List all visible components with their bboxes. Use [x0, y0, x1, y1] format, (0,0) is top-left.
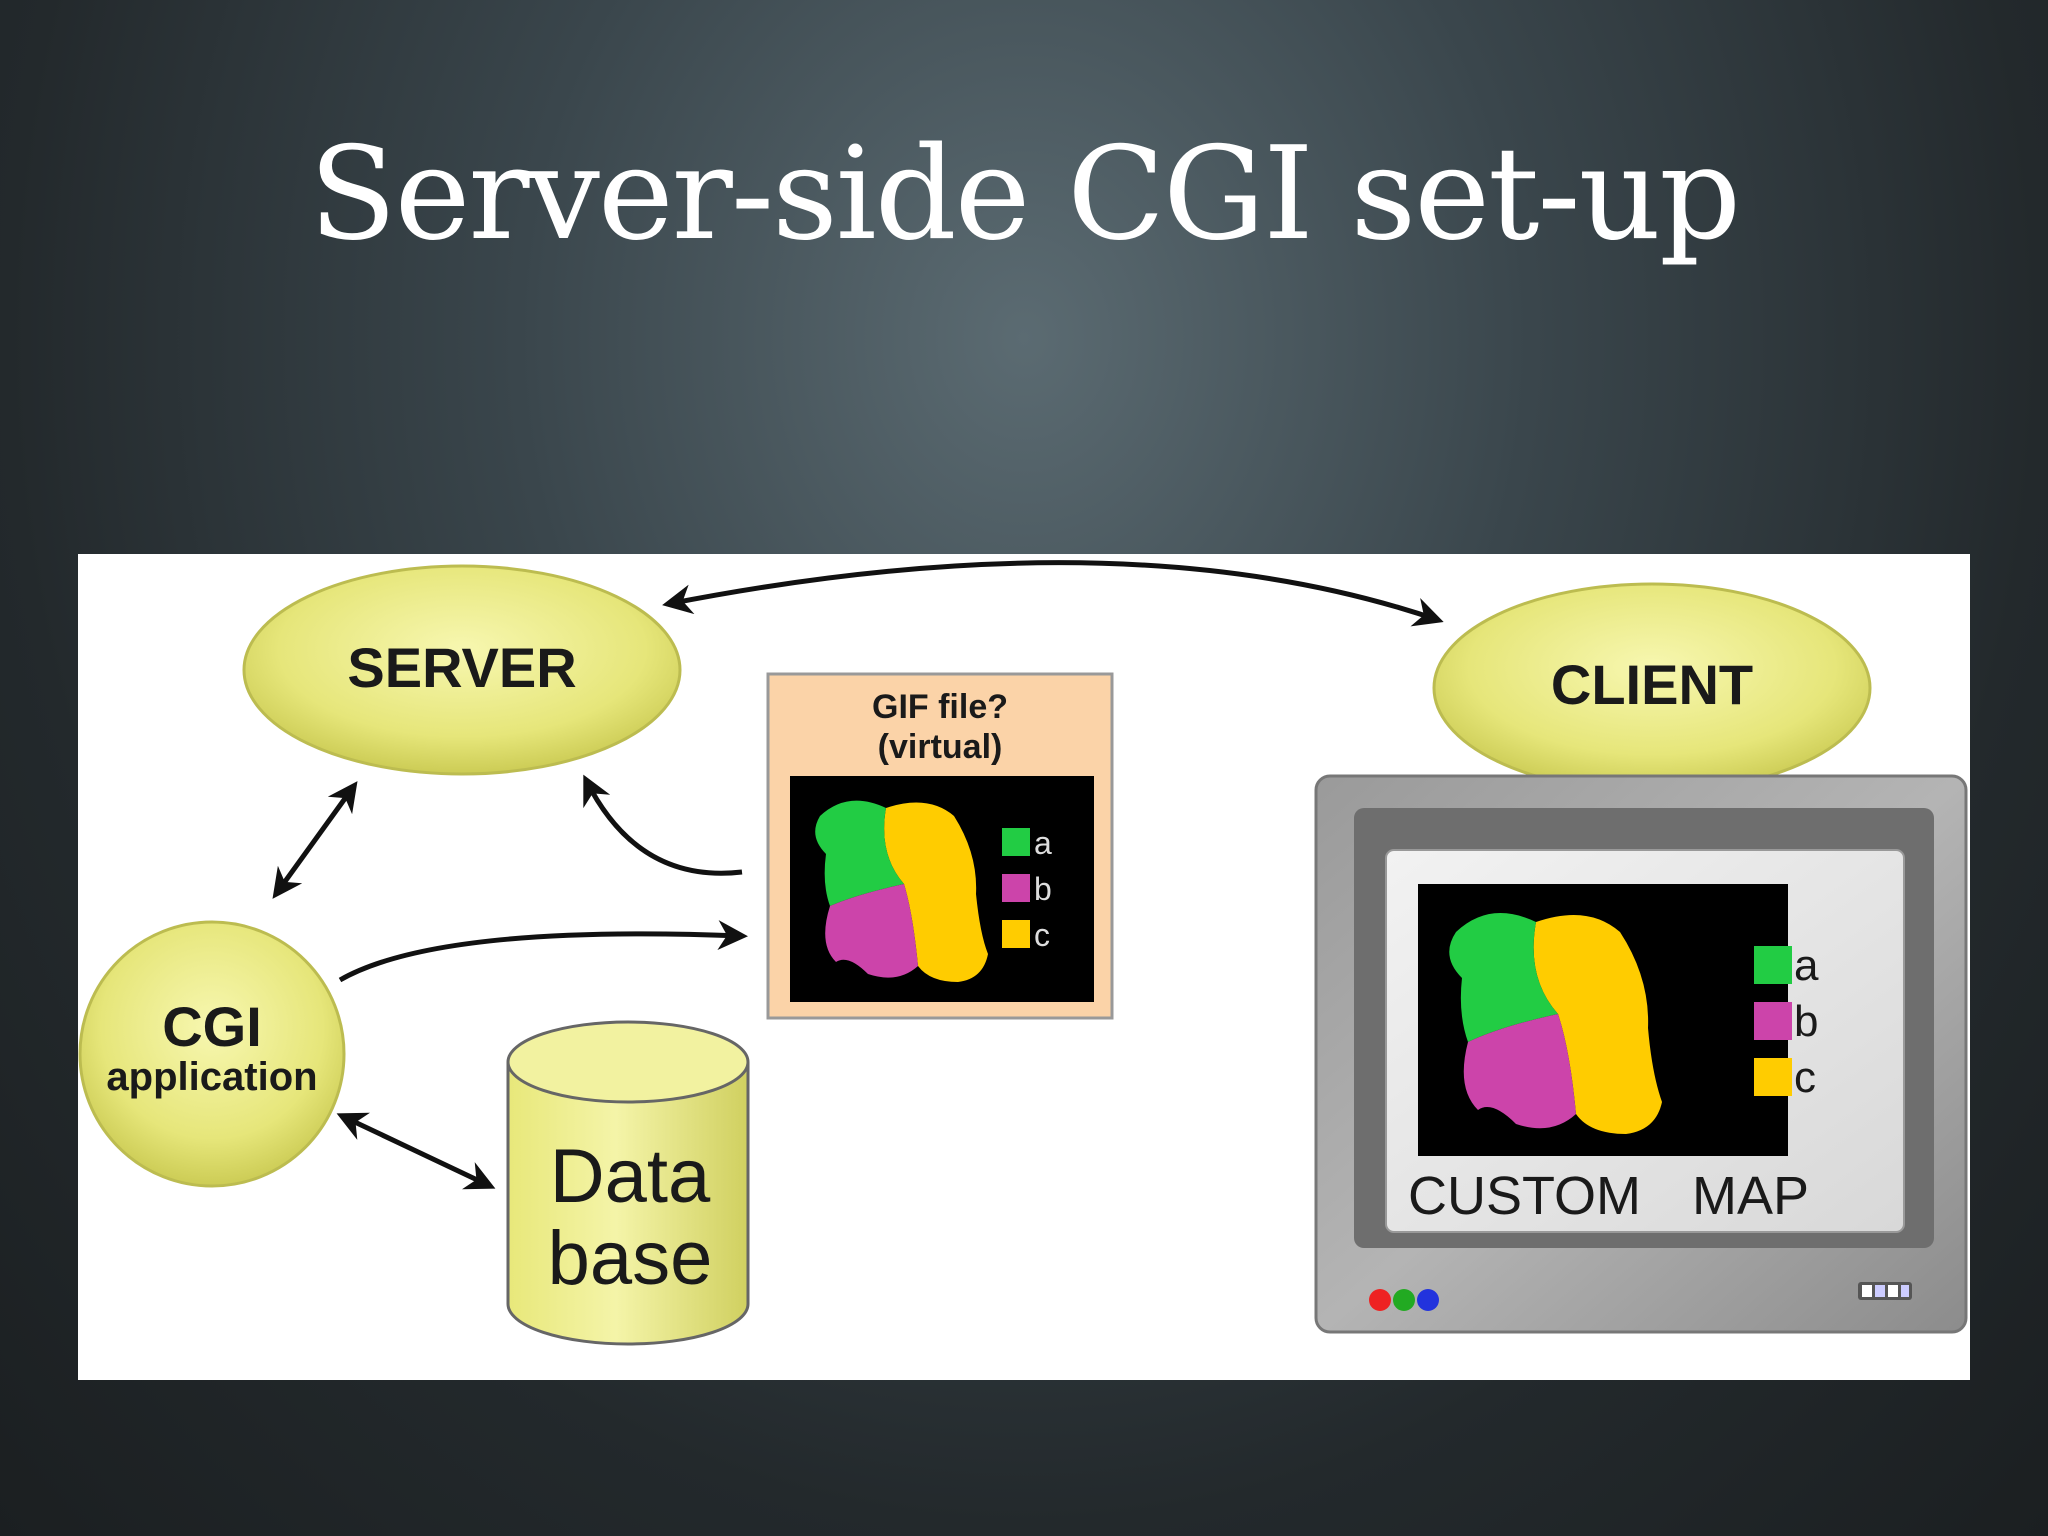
gif-to-server-arrow [583, 774, 743, 876]
client-node: CLIENT [1432, 582, 1872, 794]
cgi-to-gif-arrow [338, 920, 748, 983]
gif-region-c [884, 802, 988, 982]
gif-title-line1: GIF file? [872, 688, 1008, 726]
led-green-icon [1393, 1289, 1415, 1311]
gif-title-line2: (virtual) [878, 728, 1003, 766]
monitor-caption-left: CUSTOM [1408, 1166, 1641, 1226]
monitor-region-a [1449, 913, 1558, 1042]
server-client-arrow [662, 560, 1444, 627]
server-node: SERVER [242, 564, 682, 776]
client-monitor: a b c CUSTOM MAP [1314, 774, 1968, 1334]
monitor-legend-c: c [1794, 1053, 1816, 1102]
monitor-region-b [1463, 1014, 1576, 1129]
gif-file-box: GIF file? (virtual) a b c [766, 672, 1114, 1020]
gif-legend-c: c [1034, 917, 1050, 953]
cgi-label-line1: CGI [162, 995, 262, 1058]
slide-title: Server-side CGI set-up [308, 120, 1741, 269]
monitor-legend-a: a [1794, 941, 1819, 990]
cgi-label-line2: application [106, 1055, 317, 1099]
database-label-line1: Data [550, 1134, 711, 1219]
client-label: CLIENT [1551, 653, 1753, 716]
monitor-caption-right: MAP [1692, 1166, 1809, 1226]
gif-legend-a: a [1034, 825, 1052, 861]
cgi-node: CGI application [78, 920, 346, 1188]
gif-legend-b: b [1034, 871, 1052, 907]
server-label: SERVER [347, 636, 576, 699]
gif-region-a [815, 800, 904, 906]
led-blue-icon [1417, 1289, 1439, 1311]
gif-region-b [825, 884, 918, 978]
monitor-buttons-icon [1858, 1282, 1912, 1300]
server-cgi-arrow [272, 781, 358, 899]
database-node: Data base [506, 1020, 750, 1346]
diagram-panel: SERVER CLIENT CGI application Data base [78, 554, 1970, 1380]
cgi-database-arrow [336, 1112, 496, 1190]
monitor-legend-b: b [1794, 997, 1818, 1046]
database-label-line2: base [548, 1216, 713, 1301]
diagram-svg: SERVER CLIENT CGI application Data base [78, 560, 1968, 1346]
monitor-region-c [1533, 914, 1662, 1134]
led-red-icon [1369, 1289, 1391, 1311]
